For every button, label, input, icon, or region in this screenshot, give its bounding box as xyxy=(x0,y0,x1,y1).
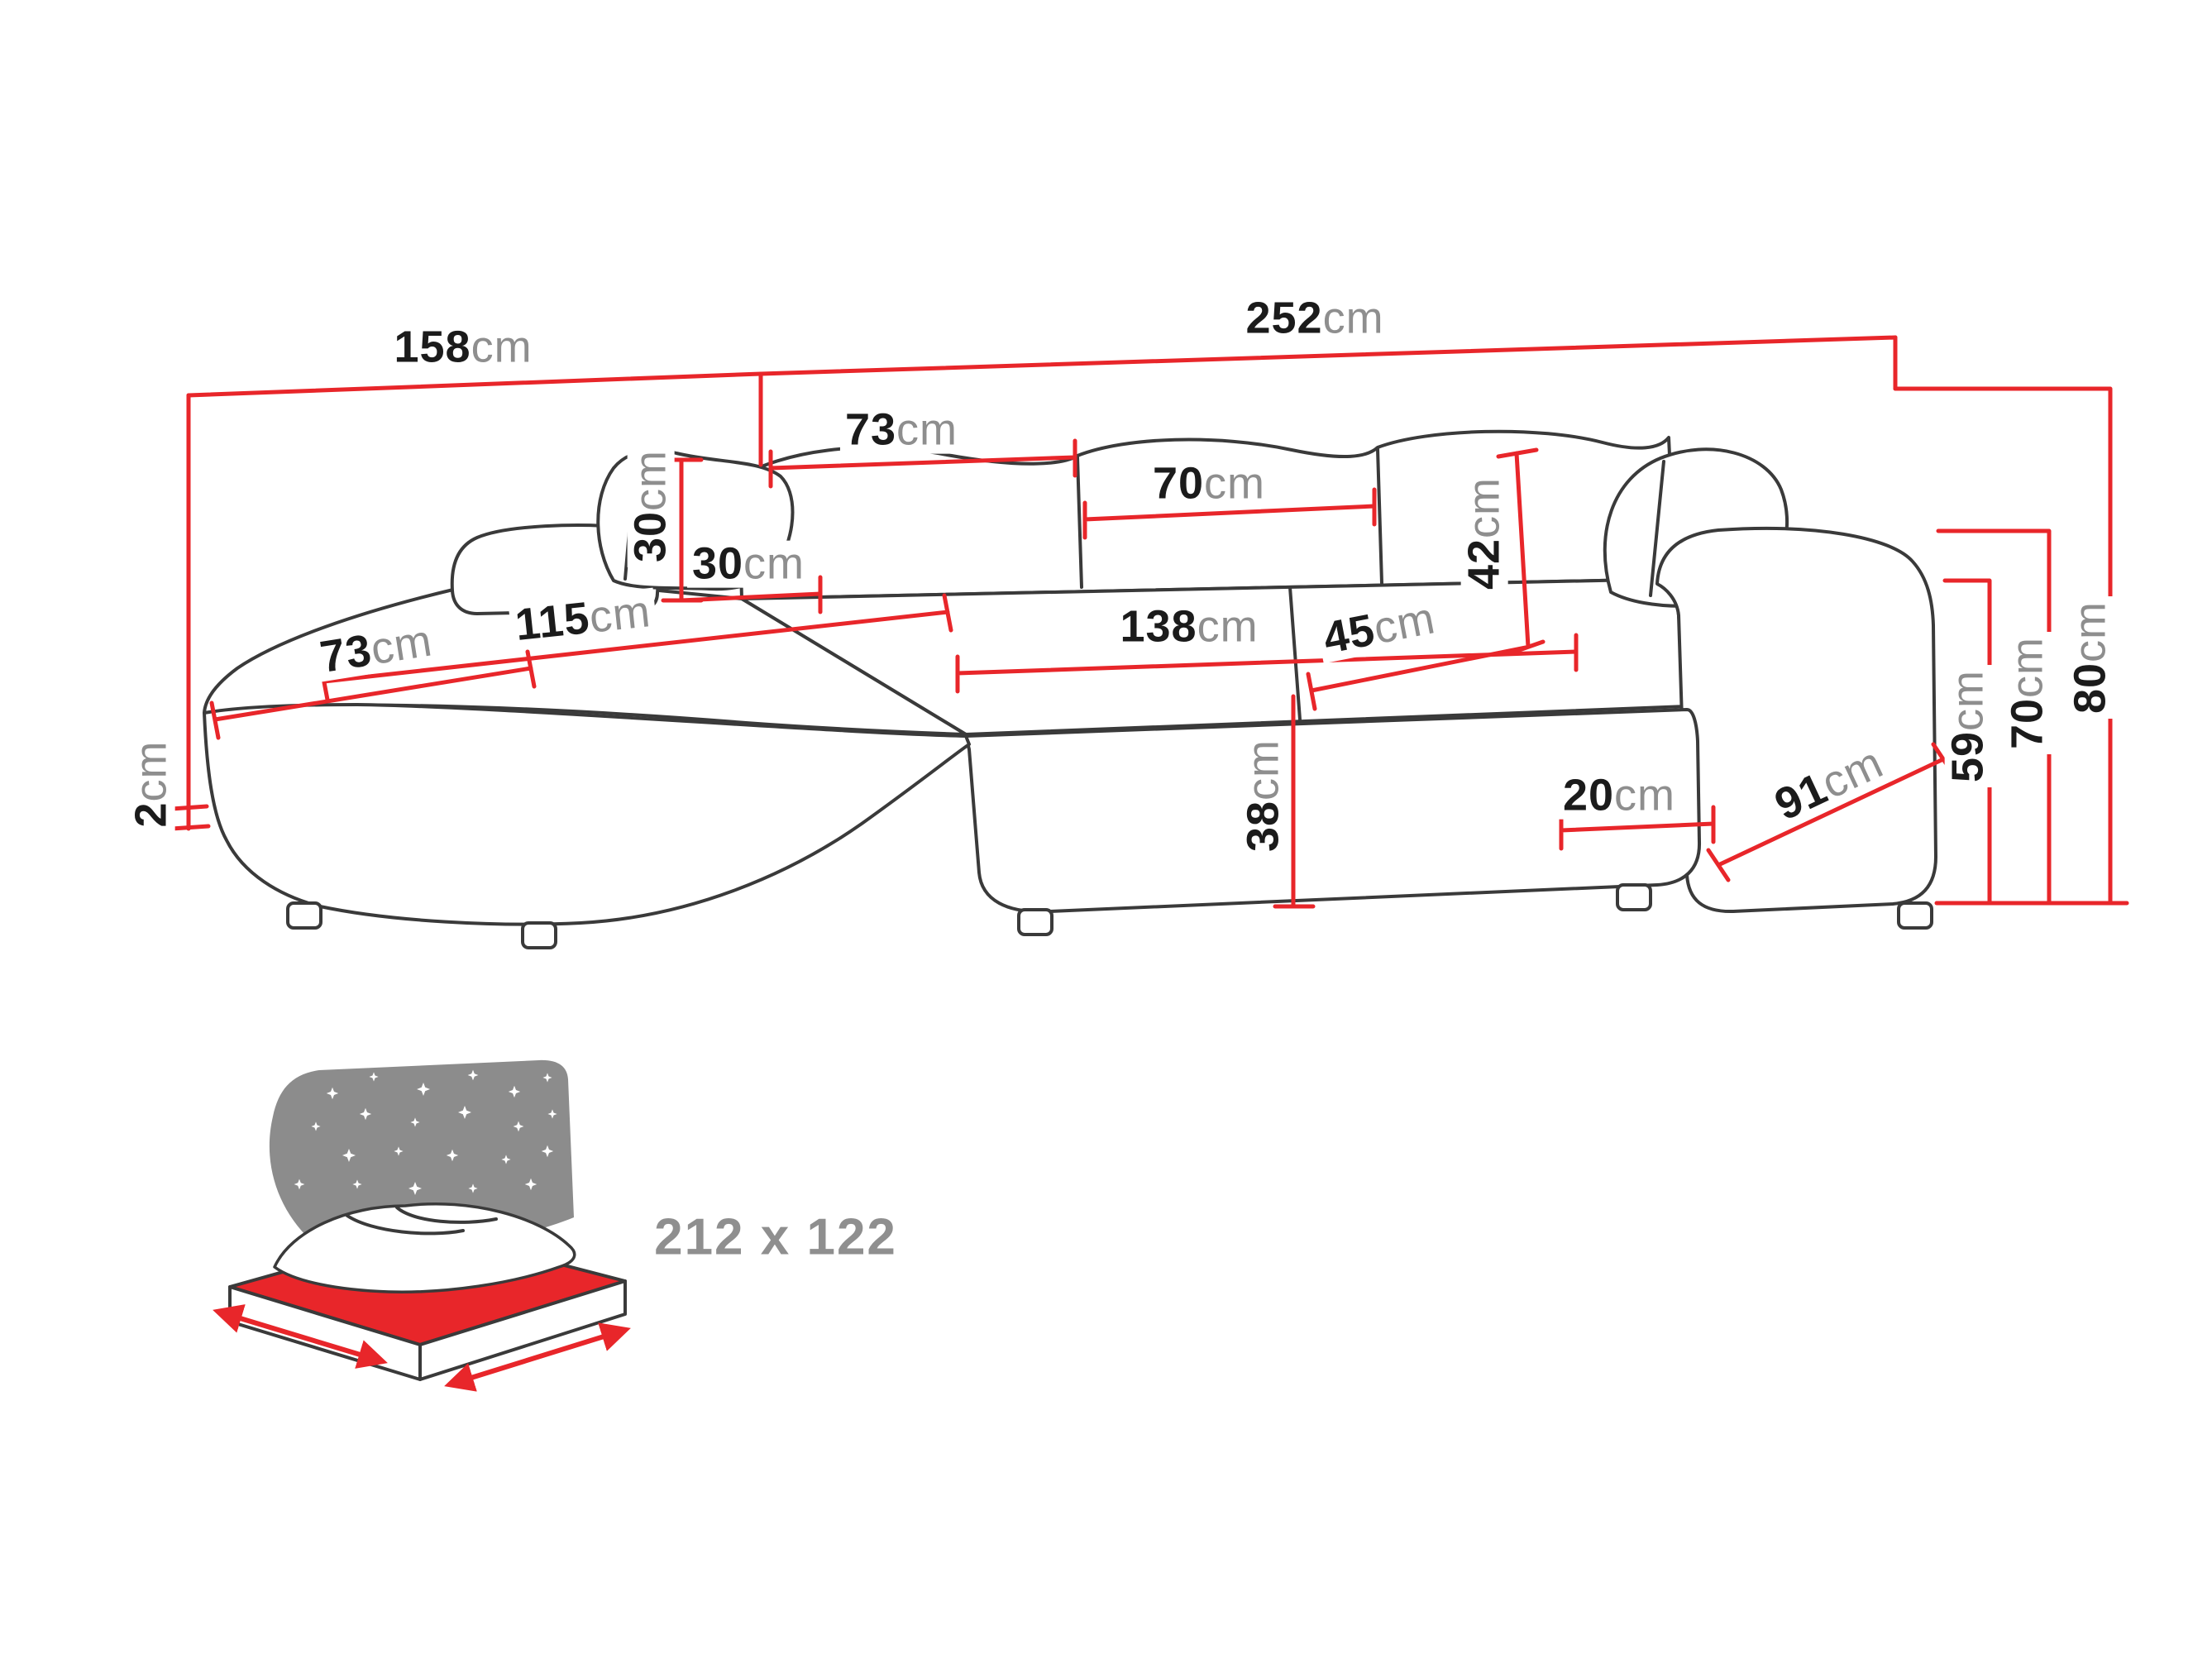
duvet-fold-2 xyxy=(395,1206,498,1224)
dimension-label-pillow-height: 30cm xyxy=(626,444,676,568)
dim-line-70-mid xyxy=(1082,487,1377,540)
dimension-label-seat-width: 138cm xyxy=(1115,603,1264,651)
dim-line-42 xyxy=(1496,447,1539,649)
dimension-label-overall-height: 80cm xyxy=(2066,595,2115,720)
dimension-label-leg-height: 2cm xyxy=(127,735,176,833)
backrest-divider-2 xyxy=(1376,447,1383,585)
dim-line-2 xyxy=(170,804,211,831)
duvet xyxy=(273,1202,576,1293)
dimension-label-height-59: 59cm xyxy=(1943,664,1993,788)
dim-line-20 xyxy=(1559,805,1716,851)
dimension-label-pillow-width: 30cm xyxy=(686,540,810,588)
backrest-divider-1 xyxy=(1076,456,1083,589)
dimension-label-width-left: 158cm xyxy=(389,323,537,371)
dimension-label-back-cushion-mid: 70cm xyxy=(1147,460,1271,508)
dimension-label-seat-height: 38cm xyxy=(1239,734,1288,858)
dimension-label-back-cushion: 73cm xyxy=(839,406,963,454)
dim-line-73-top xyxy=(768,438,1077,489)
sleeping-function-icon xyxy=(213,1059,631,1392)
dimension-lines xyxy=(170,335,2129,909)
dimension-label-armrest-width: 20cm xyxy=(1557,772,1681,820)
dimension-label-cushion-height: 42cm xyxy=(1460,471,1509,595)
starry-backdrop xyxy=(269,1059,574,1250)
bed-width-arrow xyxy=(213,1304,388,1369)
dim-line-38 xyxy=(1273,694,1316,909)
dim-line-158 xyxy=(186,371,763,398)
sofa-line-drawing xyxy=(203,429,1937,949)
dimension-label-height-70: 70cm xyxy=(2003,631,2052,755)
dim-line-45 xyxy=(1306,639,1546,711)
arm-pillow-crease xyxy=(1649,460,1665,597)
seat-front xyxy=(964,708,1702,914)
dim-line-138 xyxy=(955,633,1579,694)
bed-dimensions-label: 212 x 122 xyxy=(654,1208,897,1266)
sofa-legs xyxy=(286,883,1933,949)
dimension-label-width-right: 252cm xyxy=(1240,294,1389,342)
seat-cushion-divider xyxy=(1288,586,1302,721)
chaise-front xyxy=(203,703,971,926)
dim-line-30-h xyxy=(679,575,823,614)
duvet-fold-1 xyxy=(346,1214,465,1236)
dim-line-252 xyxy=(758,335,1898,376)
right-armrest xyxy=(1655,526,1937,914)
dim-line-73-chaise xyxy=(209,649,537,740)
bed-length-arrow xyxy=(444,1322,631,1392)
